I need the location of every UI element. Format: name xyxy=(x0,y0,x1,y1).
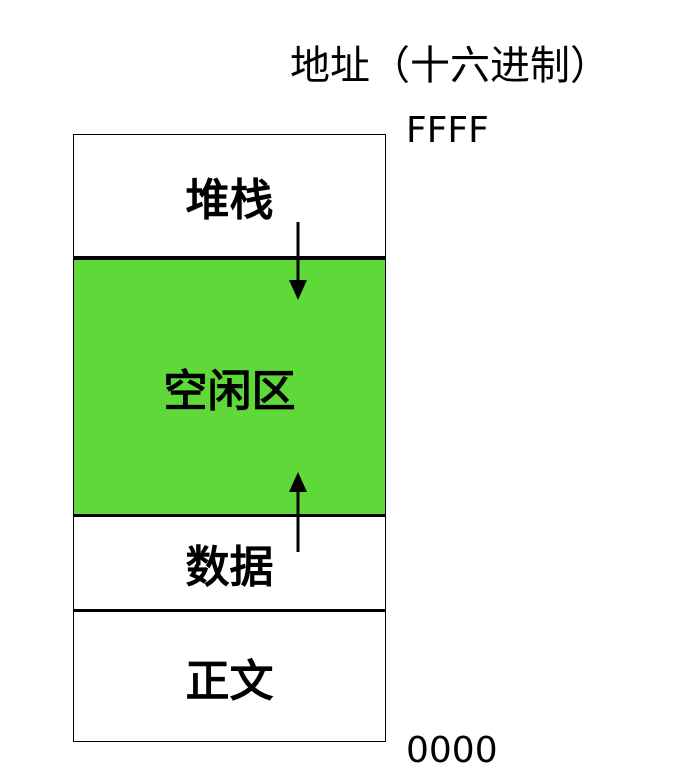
free-label: 空闲区 xyxy=(163,366,296,417)
text-label: 正文 xyxy=(185,655,274,707)
data-label: 数据 xyxy=(185,542,274,593)
free-segment: 空闲区 xyxy=(74,260,385,514)
memory-layout: 堆栈 空闲区 数据 正文 xyxy=(73,134,386,742)
address-low-label: 0000 xyxy=(406,730,498,771)
stack-segment: 堆栈 xyxy=(74,135,385,260)
address-title: 地址（十六进制） xyxy=(290,43,610,89)
data-segment: 数据 xyxy=(74,514,385,612)
text-segment: 正文 xyxy=(74,612,385,741)
address-high-label: FFFF xyxy=(406,110,489,151)
stack-label: 堆栈 xyxy=(185,174,274,226)
